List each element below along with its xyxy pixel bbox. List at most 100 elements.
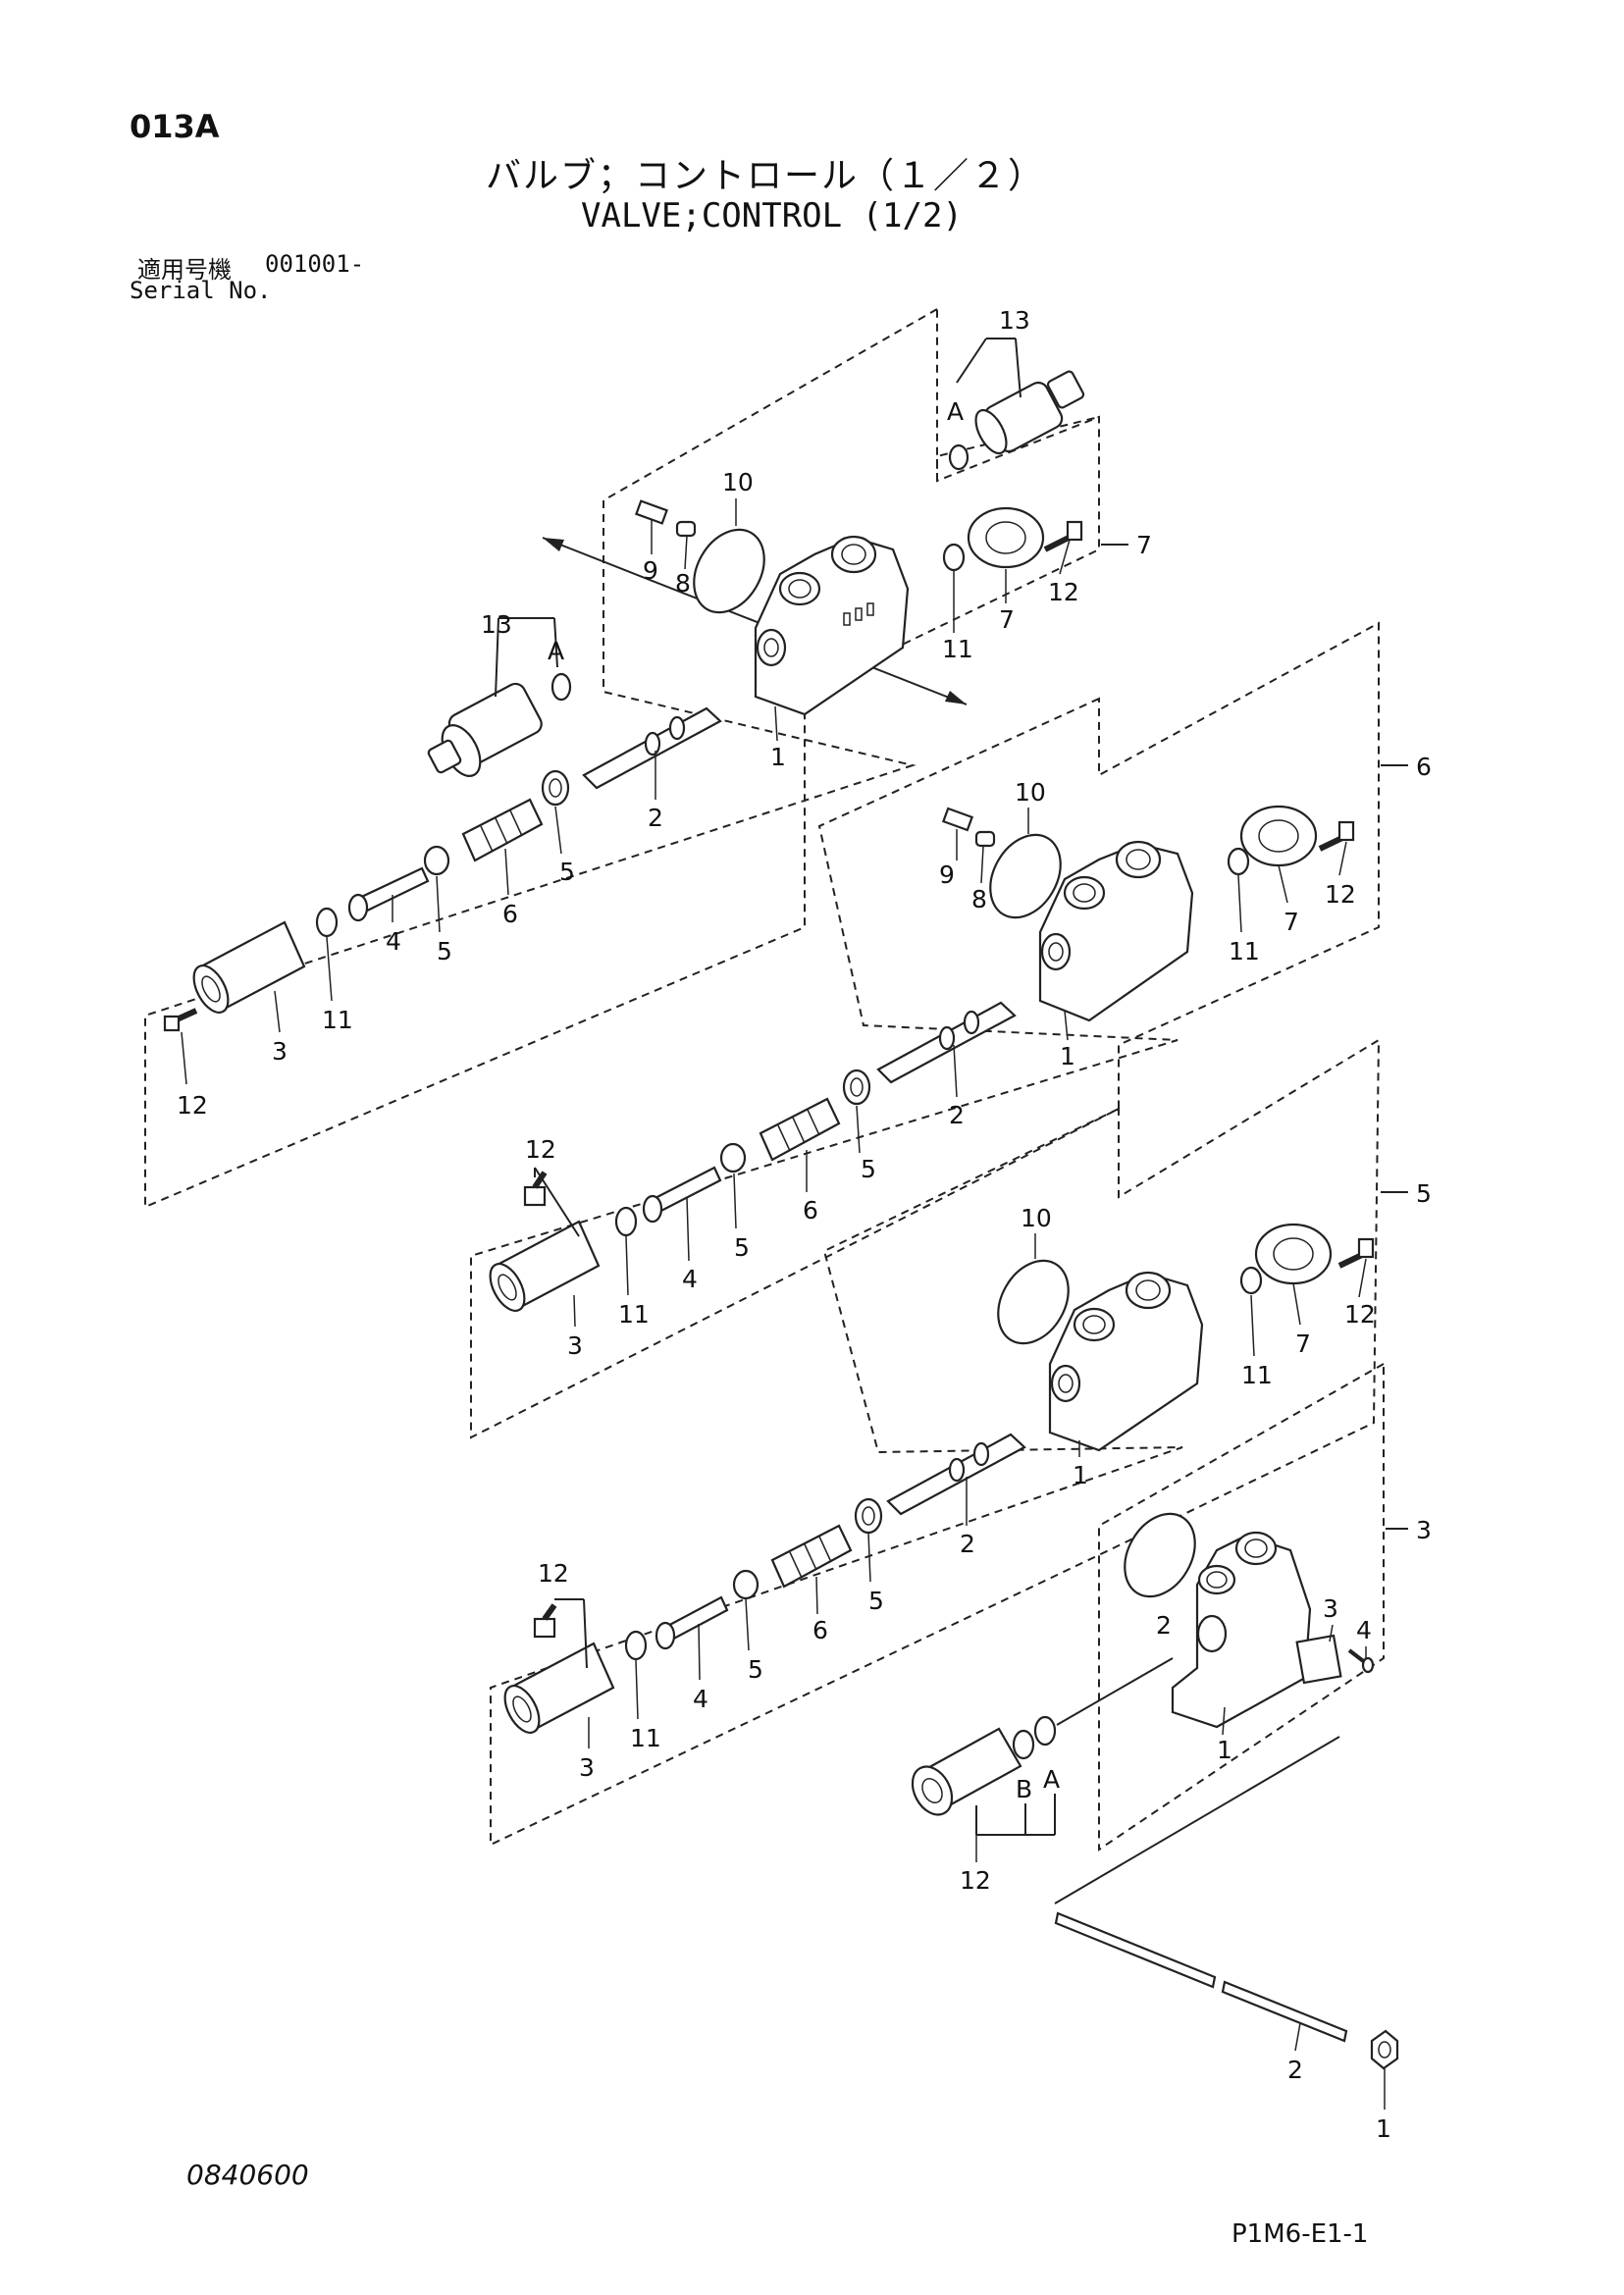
label-c8: 8 (971, 885, 987, 913)
assembly-5-boundary (490, 1038, 1381, 1847)
label-c12b: 12 (525, 1135, 556, 1164)
relief-valve-12 (911, 1727, 1022, 1816)
label-d12b: 12 (538, 1559, 569, 1588)
cover-7-top (967, 506, 1045, 569)
seat-5b-mid (719, 1142, 747, 1174)
seat-5b-low (732, 1569, 760, 1600)
label-b2: 2 (648, 804, 663, 832)
label-c6: 6 (803, 1196, 818, 1225)
valve-body-1-low (1048, 1271, 1204, 1452)
bolt-12-top (1043, 520, 1083, 552)
o-ring-11-left (315, 907, 339, 938)
cap-3-mid (489, 1220, 601, 1312)
seat-5a-low (854, 1497, 883, 1535)
serial-label-english: Serial No. (130, 277, 272, 304)
label-b11: 11 (322, 1006, 353, 1034)
spring-9-top (635, 499, 668, 525)
drawing-id: 0840600 (186, 2159, 309, 2191)
assembly-7-boundary (144, 307, 1100, 1209)
bolt-12-low-left (533, 1603, 557, 1639)
label-aA: A (947, 397, 964, 426)
o-ring-11-mid (1227, 847, 1250, 876)
nut-1 (1370, 2029, 1399, 2070)
label-c3: 3 (567, 1331, 583, 1360)
o-ring-10-low (997, 1259, 1070, 1345)
label-b12: 12 (177, 1091, 208, 1120)
seat-5a-top (541, 769, 570, 807)
label-d3: 3 (579, 1753, 595, 1782)
label-a9: 9 (643, 556, 658, 585)
o-ring-11-top (942, 543, 966, 572)
spring-6-mid (759, 1097, 841, 1162)
cap-3-top (192, 920, 306, 1014)
stopper-4-top (347, 866, 430, 922)
plate-3-end (1295, 1634, 1342, 1685)
bolt-12-left (163, 1008, 198, 1032)
label-e1: 1 (1217, 1736, 1232, 1764)
label-d5b: 5 (748, 1655, 763, 1684)
spool-2-low (886, 1433, 1026, 1516)
title-english: VALVE;CONTROL (1/2) (581, 196, 963, 235)
o-ring-b (1012, 1729, 1035, 1760)
label-bA: A (548, 637, 564, 665)
label-c2: 2 (949, 1101, 965, 1129)
spool-2-mid (876, 1001, 1017, 1084)
plug-8-top (675, 520, 697, 538)
serial-number: 001001- (265, 250, 365, 278)
o-ring-a-left (550, 672, 572, 702)
label-c4: 4 (682, 1265, 698, 1293)
label-c5b: 5 (734, 1233, 750, 1262)
o-ring-11-low (1239, 1266, 1263, 1295)
label-c7: 7 (1283, 908, 1299, 936)
label-a13: 13 (999, 306, 1030, 335)
seat-5a-mid (842, 1069, 871, 1106)
label-c5a: 5 (861, 1155, 876, 1183)
direction-arrow (542, 537, 968, 705)
reference-code: P1M6-E1-1 (1231, 2219, 1369, 2249)
plug-8-mid (974, 830, 996, 848)
spring-6-top (461, 798, 544, 862)
group-label-6: 6 (1416, 753, 1432, 781)
cap-3-low (503, 1642, 615, 1734)
o-ring-11-mid-left (614, 1206, 638, 1237)
label-d6: 6 (812, 1616, 828, 1644)
screw-4-end (1347, 1648, 1375, 1674)
assembly-6-boundary (470, 621, 1380, 1439)
label-c1: 1 (1060, 1042, 1075, 1070)
serial-label-japanese: 適用号機 (137, 256, 232, 284)
label-d5a: 5 (868, 1587, 884, 1615)
bolt-12-mid-left (523, 1171, 548, 1207)
label-d7: 7 (1295, 1330, 1311, 1358)
label-d10: 10 (1021, 1204, 1052, 1232)
label-eA: A (1043, 1765, 1060, 1794)
title-japanese: バルブ；コントロール（１／２） (486, 156, 1046, 196)
label-d11b: 11 (630, 1724, 661, 1752)
label-e4: 4 (1356, 1616, 1372, 1644)
stopper-4-mid (642, 1166, 722, 1224)
end-plate-1 (1171, 1531, 1312, 1729)
label-a7: 7 (999, 605, 1015, 634)
label-b13: 13 (481, 610, 512, 639)
label-b1: 1 (770, 743, 786, 771)
valve-body-1-top (754, 535, 910, 716)
o-ring-a-top (948, 443, 969, 471)
label-b5b: 5 (437, 937, 452, 965)
label-e3: 3 (1323, 1594, 1338, 1623)
label-a10: 10 (722, 468, 754, 496)
cover-7-mid (1239, 805, 1318, 867)
label-a11: 11 (942, 635, 973, 663)
label-a12: 12 (1048, 578, 1079, 606)
o-ring-10-mid (989, 833, 1062, 919)
label-c10: 10 (1015, 778, 1046, 807)
label-a8: 8 (675, 569, 691, 598)
bolt-12-mid (1318, 820, 1355, 852)
label-d12: 12 (1344, 1300, 1376, 1329)
label-c9: 9 (939, 861, 955, 889)
label-c11: 11 (1229, 937, 1260, 965)
o-ring-11-low-left (624, 1630, 648, 1661)
label-b3: 3 (272, 1037, 288, 1066)
label-b6: 6 (502, 900, 518, 928)
end-cap-13-left (427, 682, 543, 777)
valve-body-1-mid (1038, 840, 1194, 1022)
label-d4: 4 (693, 1685, 708, 1713)
